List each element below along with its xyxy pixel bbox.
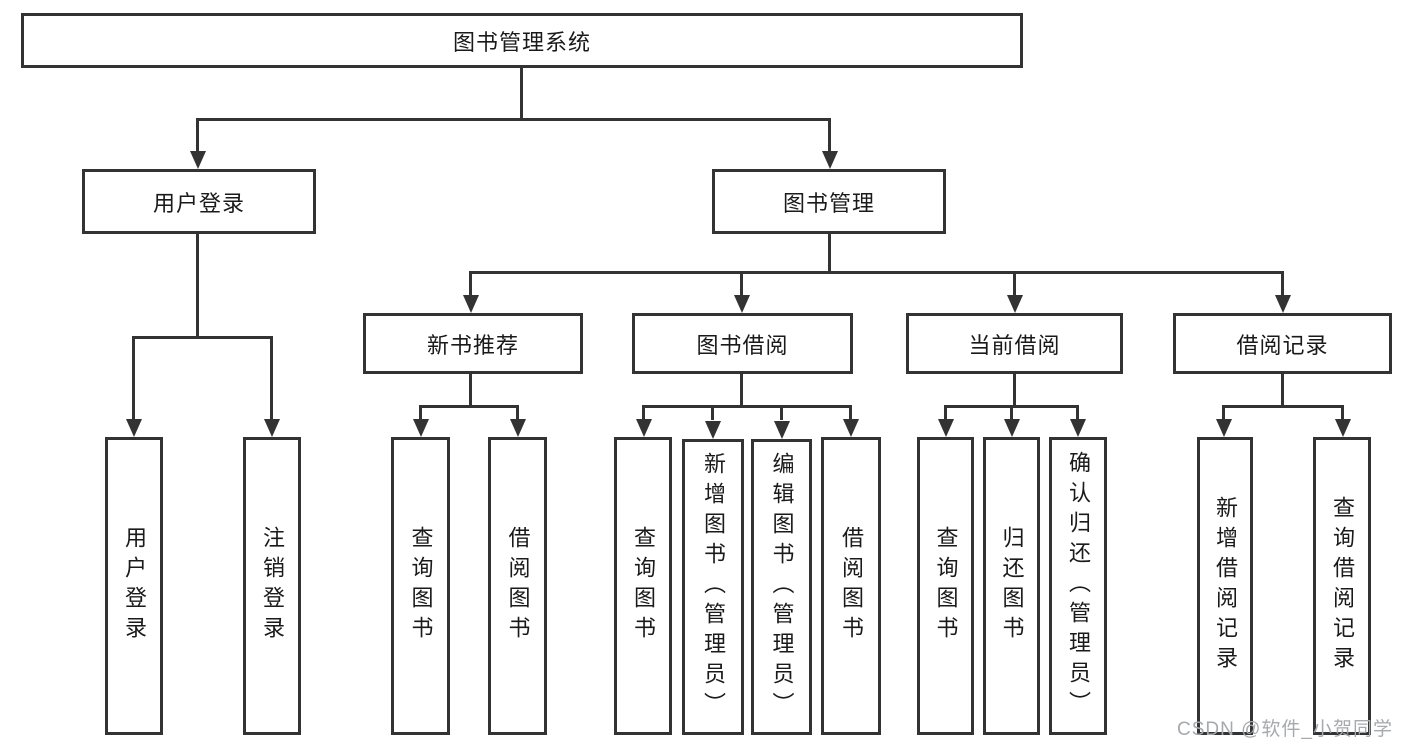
arrowhead-down [1216, 419, 1232, 437]
leaf-query-borrow-record: 查询借阅记录 [1313, 437, 1371, 735]
connector-vline [516, 405, 519, 420]
connector-vline [711, 405, 714, 420]
node-borrow-records: 借阅记录 [1173, 313, 1392, 374]
connector-vline [132, 336, 135, 420]
leaf-query-books-current: 查询图书 [917, 437, 974, 735]
connector-vline [1076, 405, 1079, 420]
connector-vline [740, 374, 743, 408]
arrowhead-down [774, 421, 790, 439]
connector-hline [1222, 405, 1343, 408]
connector-vline [1222, 405, 1225, 420]
arrowhead-down [734, 295, 750, 313]
connector-vline [1341, 405, 1344, 420]
leaf-confirm-return-admin: 确认归还（管理员） [1049, 437, 1107, 735]
connector-vline [1013, 374, 1016, 408]
leaf-return-book: 归还图书 [983, 437, 1040, 735]
node-book-management: 图书管理 [712, 169, 946, 234]
node-root: 图书管理系统 [21, 13, 1023, 68]
connector-vline [780, 405, 783, 420]
connector-vline [196, 234, 199, 339]
arrowhead-down [264, 419, 280, 437]
connector-vline [1281, 271, 1284, 297]
connector-vline [849, 405, 852, 420]
arrowhead-down [510, 419, 526, 437]
arrowhead-down [413, 419, 429, 437]
arrowhead-down [636, 419, 652, 437]
connector-hline [642, 405, 851, 408]
connector-vline [196, 118, 199, 153]
leaf-user-login: 用户登录 [105, 437, 163, 735]
node-user-login: 用户登录 [82, 169, 316, 234]
connector-vline [520, 68, 523, 120]
leaf-edit-book-admin: 编辑图书（管理员） [751, 439, 812, 735]
connector-vline [1281, 374, 1284, 408]
connector-vline [828, 118, 831, 153]
arrowhead-down [1275, 295, 1291, 313]
connector-vline [828, 234, 831, 273]
connector-vline [642, 405, 645, 420]
arrowhead-down [1335, 419, 1351, 437]
leaf-logout: 注销登录 [243, 437, 301, 735]
connector-vline [469, 374, 472, 408]
arrowhead-down [1004, 419, 1020, 437]
connector-vline [1013, 271, 1016, 297]
connector-vline [1010, 405, 1013, 420]
connector-vline [740, 271, 743, 297]
arrowhead-down [190, 151, 206, 169]
arrowhead-down [822, 151, 838, 169]
connector-vline [419, 405, 422, 420]
connector-hline [196, 118, 831, 121]
arrowhead-down [1007, 295, 1023, 313]
arrowhead-down [1070, 419, 1086, 437]
connector-hline [469, 271, 1284, 274]
leaf-borrow-books-recommend: 借阅图书 [488, 437, 547, 735]
arrowhead-down [463, 295, 479, 313]
connector-hline [419, 405, 518, 408]
node-current-borrow: 当前借阅 [906, 313, 1123, 374]
node-book-borrow: 图书借阅 [632, 313, 853, 374]
arrowhead-down [705, 421, 721, 439]
leaf-query-books-borrow: 查询图书 [614, 437, 672, 735]
watermark: CSDN @软件_小贺同学 [1177, 719, 1393, 740]
connector-vline [270, 336, 273, 420]
connector-vline [469, 271, 472, 297]
connector-vline [944, 405, 947, 420]
connector-hline [132, 336, 272, 339]
arrowhead-down [843, 419, 859, 437]
leaf-borrow-books-borrow: 借阅图书 [821, 437, 881, 735]
leaf-query-books-recommend: 查询图书 [391, 437, 450, 735]
node-new-book-recommend: 新书推荐 [363, 313, 583, 374]
leaf-add-book-admin: 新增图书（管理员） [682, 439, 744, 735]
arrowhead-down [126, 419, 142, 437]
arrowhead-down [938, 419, 954, 437]
leaf-add-borrow-record: 新增借阅记录 [1197, 437, 1253, 735]
